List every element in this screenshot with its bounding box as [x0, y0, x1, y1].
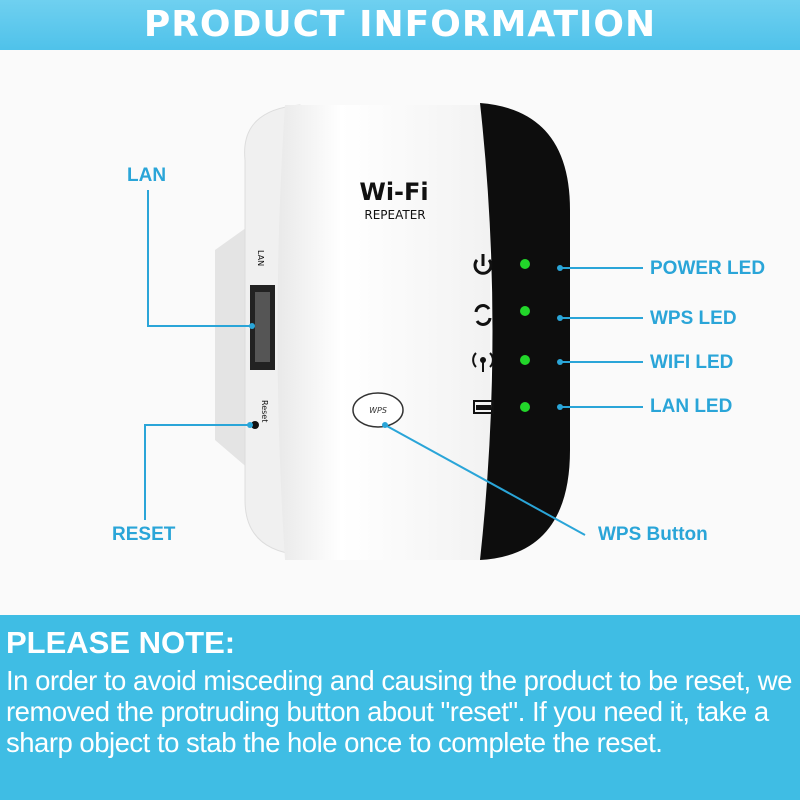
black-end-cap — [480, 103, 570, 560]
callout-power-led: POWER LED — [650, 258, 766, 279]
wifi-led — [520, 355, 530, 365]
callout-wps-button: WPS Button — [598, 524, 708, 545]
wifi-logo: Wi-Fi — [359, 178, 428, 206]
side-reset-label: Reset — [260, 400, 269, 422]
wps-button-shape — [352, 392, 404, 428]
note-body: In order to avoid misceding and causing … — [6, 665, 792, 758]
callout-reset: RESET — [112, 524, 176, 545]
reset-hole — [251, 421, 259, 429]
callout-lan-led: LAN LED — [650, 396, 733, 417]
page-title: PRODUCT INFORMATION — [0, 0, 800, 50]
power-led — [520, 259, 530, 269]
wps-sync-icon — [474, 304, 492, 326]
product-diagram: Wi-Fi REPEATER LAN Reset WPS — [0, 50, 800, 615]
note-title: PLEASE NOTE: — [6, 625, 236, 660]
repeater-label: REPEATER — [364, 208, 425, 222]
wps-button-text: WPS — [369, 406, 387, 415]
callout-wps-led: WPS LED — [650, 308, 737, 329]
note-panel: PLEASE NOTE: In order to avoid misceding… — [0, 615, 800, 800]
leds — [520, 259, 530, 412]
wps-led — [520, 306, 530, 316]
side-lan-label: LAN — [256, 250, 265, 266]
power-icon — [473, 254, 493, 275]
lan-port-icon — [473, 400, 494, 414]
wifi-antenna-icon — [472, 352, 494, 372]
callout-wifi-led: WIFI LED — [650, 352, 734, 373]
callout-lan: LAN — [127, 165, 167, 186]
repeater-device: Wi-Fi REPEATER LAN Reset WPS — [144, 103, 643, 560]
lan-led — [520, 402, 530, 412]
